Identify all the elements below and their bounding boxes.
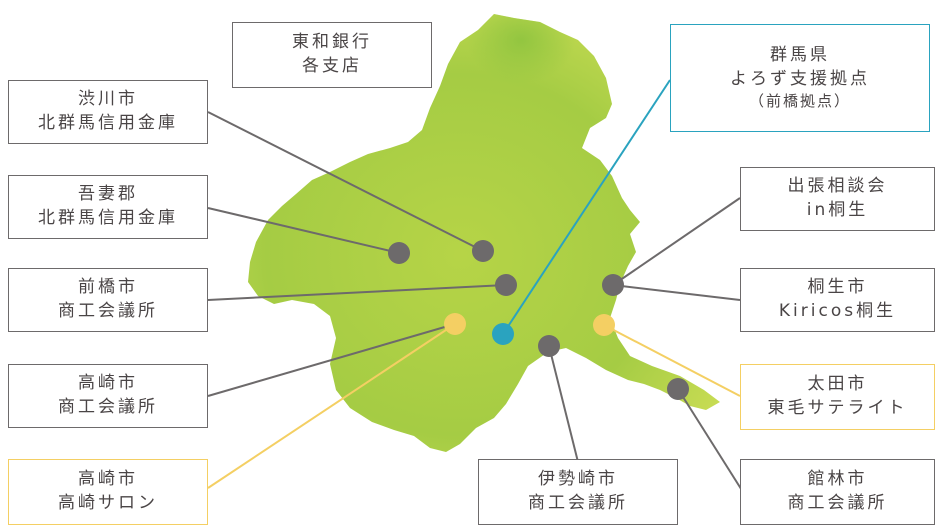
- connector-isesaki: [548, 345, 579, 463]
- connector-kiryu-branch: [612, 197, 741, 286]
- takasaki-cci-line1: 高崎市: [78, 373, 138, 394]
- label-kiryu-kiricos: 桐生市 Kiricos桐生: [740, 268, 935, 332]
- isesaki-line1: 伊勢崎市: [538, 469, 618, 490]
- shibukawa-line1: 渋川市: [78, 89, 138, 110]
- gunma-line2: よろず支援拠点: [730, 68, 870, 89]
- marker-tatebayashi: [667, 378, 689, 400]
- gunma-prefecture-shape: [248, 14, 720, 452]
- agatsuma-line2: 北群馬信用金庫: [38, 208, 178, 228]
- takasaki-salon-line2: 高崎サロン: [58, 493, 158, 513]
- connector-agatsuma: [207, 207, 400, 254]
- kiryu-kiricos-line2: Kiricos桐生: [778, 301, 897, 321]
- label-takasaki-salon: 高崎市 高崎サロン: [8, 459, 208, 525]
- connector-kiryu-kiricos: [612, 284, 741, 301]
- label-towa-bank: 東和銀行 各支店: [232, 22, 432, 88]
- takasaki-cci-line2: 商工会議所: [58, 397, 158, 417]
- maebashi-line1: 前橋市: [78, 277, 138, 298]
- towa-bank-line1: 東和銀行: [292, 32, 372, 53]
- maebashi-line2: 商工会議所: [58, 301, 158, 321]
- marker-takasaki: [444, 313, 466, 335]
- connector-takasaki-salon: [207, 323, 456, 489]
- kiryu-branch-line2: in桐生: [806, 200, 869, 220]
- connector-ota: [603, 324, 741, 397]
- gunma-line3: （前橋拠点）: [748, 92, 851, 111]
- gunma-prefecture-shade: [430, 14, 612, 160]
- connector-gunma: [502, 79, 671, 335]
- label-gunma-yorozu: 群馬県 よろず支援拠点 （前橋拠点）: [670, 24, 930, 132]
- ota-line2: 東毛サテライト: [767, 398, 908, 418]
- marker-maebashi: [495, 274, 517, 296]
- marker-gunma-maebashi: [492, 323, 514, 345]
- tatebayashi-line1: 館林市: [807, 469, 868, 490]
- marker-shibukawa: [472, 240, 494, 262]
- location-markers: [388, 240, 689, 400]
- connector-tatebayashi: [677, 388, 744, 493]
- label-tatebayashi: 館林市 商工会議所: [740, 459, 935, 525]
- label-shibukawa: 渋川市 北群馬信用金庫: [8, 80, 208, 144]
- connector-shibukawa: [207, 111, 484, 252]
- ota-line1: 太田市: [807, 374, 868, 395]
- towa-bank-line2: 各支店: [302, 56, 362, 76]
- connector-lines: [207, 79, 744, 493]
- connector-takasaki-cci: [207, 323, 456, 397]
- shibukawa-line2: 北群馬信用金庫: [38, 113, 178, 133]
- takasaki-salon-line1: 高崎市: [78, 469, 138, 490]
- label-maebashi: 前橋市 商工会議所: [8, 268, 208, 332]
- label-agatsuma: 吾妻郡 北群馬信用金庫: [8, 175, 208, 239]
- gunma-line1: 群馬県: [770, 44, 830, 65]
- marker-isesaki: [538, 335, 560, 357]
- connector-maebashi: [207, 284, 507, 301]
- label-takasaki-cci: 高崎市 商工会議所: [8, 364, 208, 428]
- label-kiryu-branch: 出張相談会 in桐生: [740, 167, 935, 231]
- isesaki-line2: 商工会議所: [528, 493, 628, 513]
- marker-agatsuma: [388, 242, 410, 264]
- label-isesaki: 伊勢崎市 商工会議所: [478, 459, 678, 525]
- tatebayashi-line2: 商工会議所: [787, 493, 888, 513]
- marker-kiryu: [602, 274, 624, 296]
- marker-ota: [593, 314, 615, 336]
- kiryu-kiricos-line1: 桐生市: [807, 277, 868, 298]
- kiryu-branch-line1: 出張相談会: [787, 176, 888, 197]
- label-ota: 太田市 東毛サテライト: [740, 364, 935, 430]
- agatsuma-line1: 吾妻郡: [78, 184, 138, 205]
